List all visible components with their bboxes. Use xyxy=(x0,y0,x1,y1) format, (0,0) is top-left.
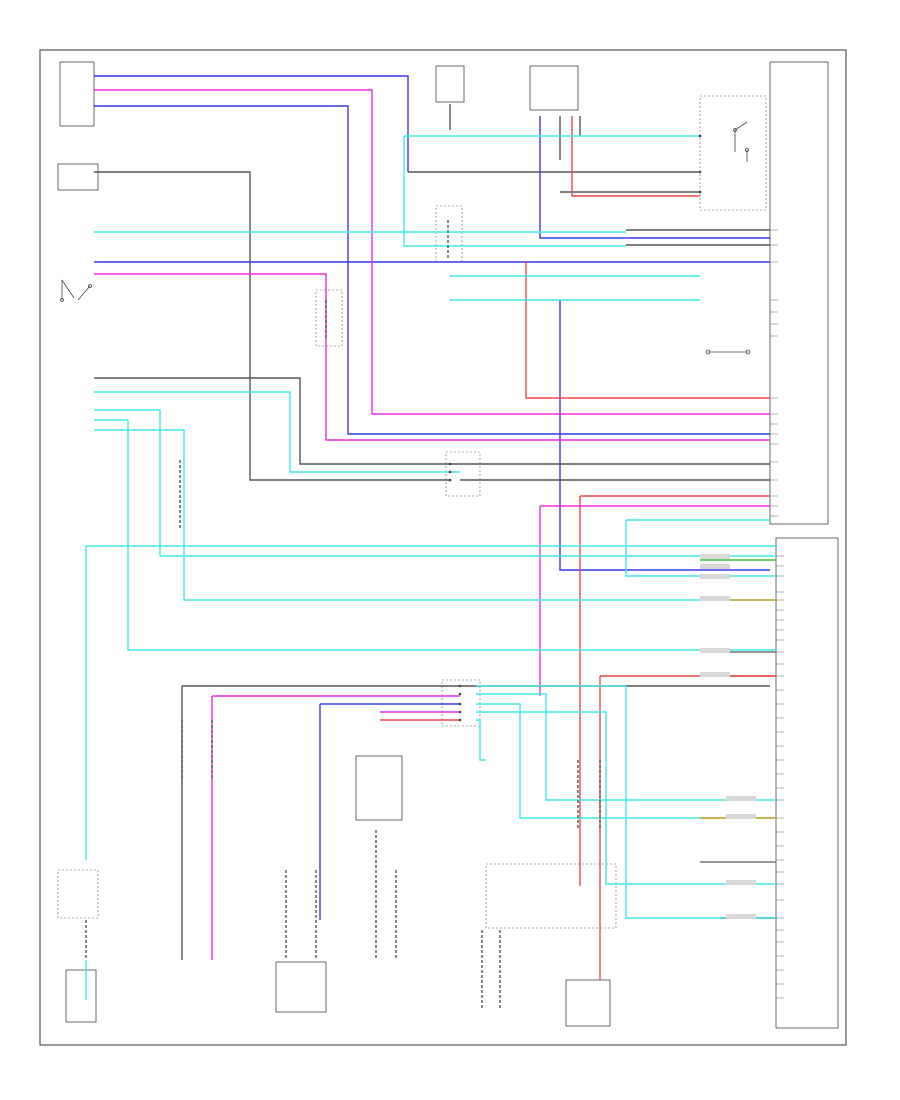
relay-lower xyxy=(355,755,403,821)
control-unit-upper xyxy=(769,61,829,525)
wire-cyan xyxy=(94,409,776,557)
wire-cyan xyxy=(476,719,486,761)
wire-cyan xyxy=(94,419,776,651)
junction-center xyxy=(435,205,463,263)
relay-box xyxy=(699,95,767,211)
wire-cyan xyxy=(476,703,776,819)
wire-dashed xyxy=(181,720,213,780)
wire-blue xyxy=(94,75,409,172)
control-unit-pins xyxy=(770,229,784,999)
switch-icon xyxy=(60,279,92,302)
junction-center-left xyxy=(315,289,343,347)
wire-dashed xyxy=(285,870,317,960)
wire-cyan xyxy=(94,429,776,601)
wire-blue xyxy=(539,116,770,239)
wire-black xyxy=(559,116,581,160)
diagram-frame xyxy=(39,49,847,1046)
wires xyxy=(85,75,776,1010)
connector-block-lower xyxy=(441,679,481,727)
wire-dashed xyxy=(481,930,501,1010)
connector-block-center xyxy=(445,451,481,497)
wire-dashed xyxy=(375,830,397,960)
control-unit-lower xyxy=(775,537,839,1029)
terminal-dots xyxy=(448,134,702,722)
wire-red xyxy=(571,116,700,197)
wire-pink xyxy=(94,89,770,415)
wire-cyan xyxy=(403,136,626,247)
wire-cyan xyxy=(476,685,776,919)
connector-icon xyxy=(700,554,756,919)
wire-black xyxy=(94,377,460,465)
component-top-left xyxy=(59,61,95,127)
switch-icon xyxy=(733,121,749,162)
component-top-center xyxy=(435,65,465,103)
connector-block-bottom xyxy=(485,863,617,929)
wire-blue xyxy=(94,105,770,435)
connector-left-lower xyxy=(57,869,99,919)
component-bottom-left xyxy=(65,969,97,1023)
wire-cyan xyxy=(476,711,776,885)
component-bottom-right xyxy=(565,979,611,1027)
wire-dashed xyxy=(577,760,601,830)
component-left-2 xyxy=(57,163,99,191)
wire-cyan xyxy=(476,693,776,801)
ground-icon xyxy=(705,349,751,355)
component-bottom-center xyxy=(275,961,327,1013)
wire-blue xyxy=(559,300,770,571)
wire-pink xyxy=(94,273,770,441)
component-top-right xyxy=(529,65,579,111)
wire-black xyxy=(94,171,450,481)
wire-cyan xyxy=(94,391,460,473)
wire-red xyxy=(525,262,770,399)
